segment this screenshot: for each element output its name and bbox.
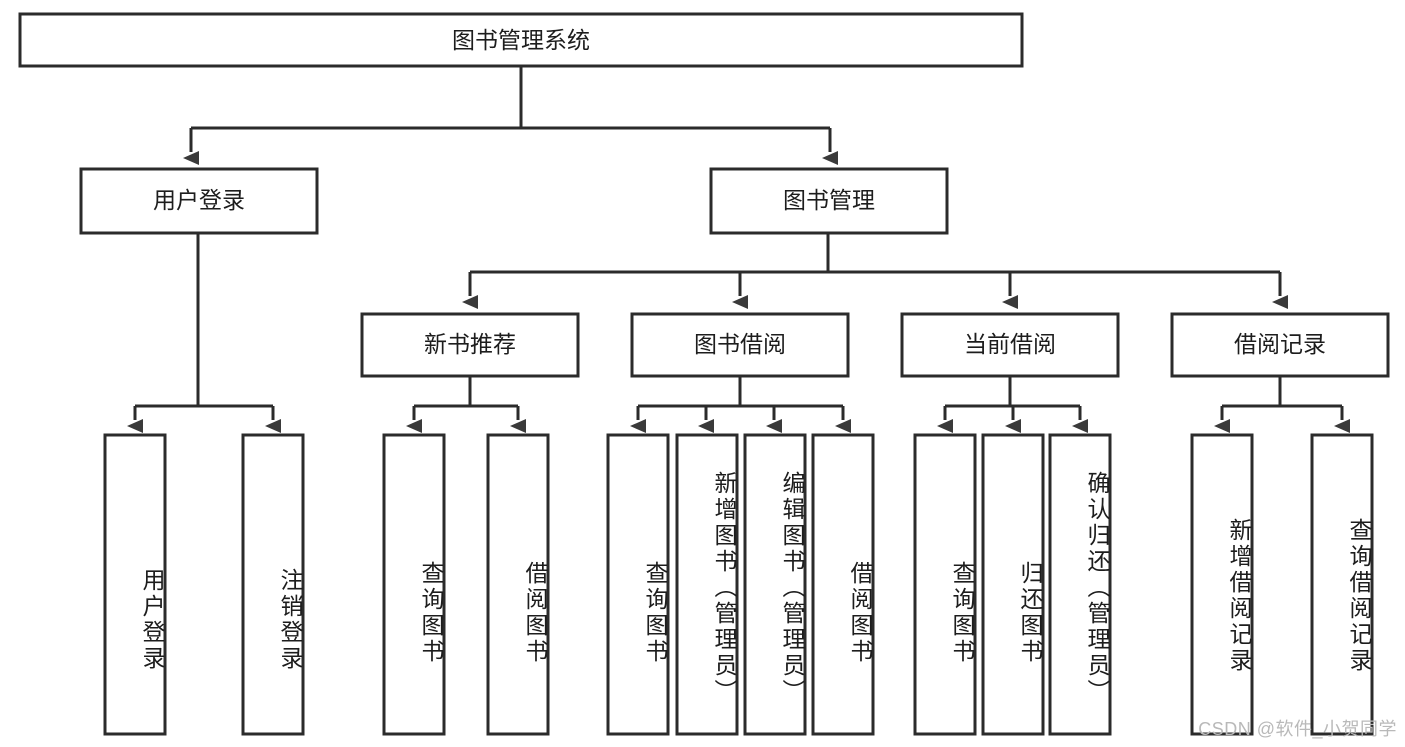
node-book-borrow-label: 图书借阅: [694, 331, 786, 357]
connector-userlogin-to-leaves: [127, 233, 281, 433]
connector-newbook-to-leaves: [406, 376, 526, 433]
node-borrow-record[interactable]: 借阅记录: [1170, 312, 1390, 378]
node-root-label: 图书管理系统: [452, 27, 590, 53]
node-user-login[interactable]: 用户登录: [79, 167, 319, 235]
csdn-watermark: CSDN @软件_小贺同学: [1198, 719, 1397, 739]
leaf-box-query-book-1[interactable]: [382, 433, 446, 736]
node-new-book-recommend-label: 新书推荐: [424, 331, 516, 357]
connector-currentborrow-to-leaves: [937, 376, 1088, 433]
leaf-box-confirm-return[interactable]: [1048, 433, 1112, 736]
leaf-box-user-login[interactable]: [103, 433, 167, 736]
node-book-borrow[interactable]: 图书借阅: [630, 312, 850, 378]
leaf-box-add-book[interactable]: [675, 433, 739, 736]
node-book-manage[interactable]: 图书管理: [709, 167, 949, 235]
connector-bookborrow-to-leaves: [630, 376, 851, 433]
leaf-box-return-book[interactable]: [981, 433, 1045, 736]
leaf-box-query-book-3[interactable]: [913, 433, 977, 736]
leaf-box-query-borrow-record[interactable]: [1310, 433, 1374, 736]
node-borrow-record-label: 借阅记录: [1234, 331, 1326, 357]
connector-root-to-level2: [183, 67, 838, 165]
connector-borrowrecord-to-leaves: [1214, 376, 1350, 433]
node-book-manage-label: 图书管理: [783, 187, 875, 213]
leaf-box-query-book-2[interactable]: [606, 433, 670, 736]
leaf-box-edit-book[interactable]: [743, 433, 807, 736]
leaf-box-borrow-book-2[interactable]: [811, 433, 875, 736]
connector-bookmanage-to-level3: [462, 233, 1288, 309]
leaf-box-borrow-book-1[interactable]: [486, 433, 550, 736]
node-user-login-label: 用户登录: [153, 187, 245, 213]
leaf-box-logout-login[interactable]: [241, 433, 305, 736]
node-new-book-recommend[interactable]: 新书推荐: [360, 312, 580, 378]
node-root-book-management-system[interactable]: 图书管理系统: [18, 12, 1024, 68]
node-current-borrow-label: 当前借阅: [964, 331, 1056, 357]
node-current-borrow[interactable]: 当前借阅: [900, 312, 1120, 378]
leaf-box-add-borrow-record[interactable]: [1190, 433, 1254, 736]
